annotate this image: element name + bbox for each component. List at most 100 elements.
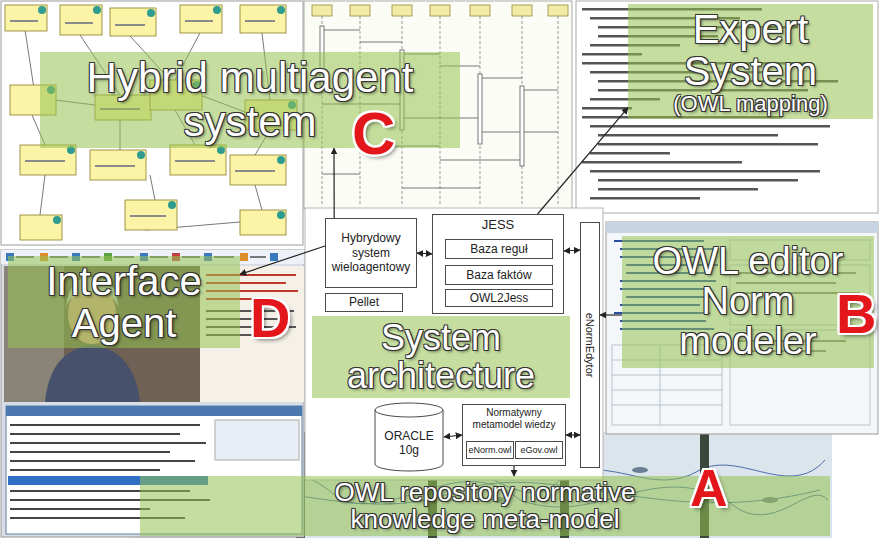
sequence-diagram-part [312, 5, 568, 16]
file-box: eGov.owl [515, 441, 563, 459]
node-label: Normatywny metamodel wiedzy [466, 407, 562, 431]
uml-agent-diagram-part-part [115, 24, 145, 26]
connector [566, 434, 580, 435]
node-label: OWL2Jess [449, 291, 549, 305]
node-label: Hybrydowy system wieloagentowy [329, 231, 413, 274]
component-box: Baza reguł [445, 239, 553, 259]
connector [513, 466, 514, 476]
callout-letter: D [250, 290, 290, 346]
container-box: Normatywny metamodel wiedzy eNorm.owleGov… [462, 404, 566, 466]
code-listing-part-part [590, 170, 820, 173]
uml-agent-diagram-part-part [90, 150, 146, 180]
uml-agent-diagram-part-part [175, 160, 215, 162]
sequence-diagram-part-part [350, 5, 370, 16]
callout-letter: C [352, 104, 395, 164]
owl-editor-screenshot-part [606, 222, 878, 233]
interface-agent-screenshot-part-part [10, 460, 195, 462]
caption-text: OWL editor Norm modeler [640, 242, 856, 362]
uml-agent-diagram-part-part [213, 6, 221, 14]
interface-agent-screenshot-part-part [270, 253, 278, 261]
uml-agent-diagram-part-part [95, 165, 135, 167]
node-label: eNorm.owl [468, 445, 512, 456]
uml-agent-diagram-part-part [38, 6, 46, 14]
interface-agent-screenshot-part [6, 406, 302, 416]
code-listing-part-part [590, 125, 830, 128]
uml-agent-diagram-part-part [240, 210, 286, 235]
caption-text: (OWL mapping) [648, 92, 853, 115]
uml-agent-diagram-part-part [110, 8, 156, 36]
node-label: Baza faktów [449, 268, 549, 282]
component-box: Hybrydowy system wieloagentowy [325, 218, 417, 288]
component-box: Baza faktów [445, 265, 553, 285]
code-listing-part-part [598, 143, 818, 146]
uml-agent-diagram-part-part [20, 145, 76, 175]
caption-band: Hybrid multiagent system [40, 52, 460, 148]
caption-text: OWL repository normative knowledge meta-… [285, 479, 685, 534]
interface-agent-screenshot-part-part [10, 451, 170, 453]
interface-agent-screenshot-part-part [250, 256, 266, 258]
uml-agent-diagram-part-part [5, 5, 47, 31]
uml-agent-diagram-part-part [185, 20, 213, 22]
node-label: JESS [436, 217, 560, 233]
sequence-diagram-part-part [470, 5, 490, 16]
interface-agent-screenshot-part [215, 420, 299, 460]
interface-agent-screenshot-part-part [10, 508, 150, 510]
caption-text: Interface Agent [18, 260, 230, 344]
database-cylinder: ORACLE 10g [374, 402, 444, 472]
interface-agent-screenshot-part-part [10, 433, 180, 435]
container-box: JESS Baza regułBaza faktówOWL2Jess [432, 214, 564, 314]
code-listing-part-part [582, 107, 632, 110]
editor-bar: eNormEdytor [580, 222, 600, 468]
sequence-diagram-part-part [312, 5, 332, 16]
caption-band: System architecture [312, 316, 570, 398]
owl-graph-screenshot-part-part [632, 467, 648, 473]
uml-agent-diagram-part-part [25, 160, 65, 162]
connector [444, 435, 462, 437]
uml-agent-diagram-part-part [20, 215, 62, 240]
interface-agent-screenshot-part-part [10, 424, 200, 426]
owl-editor-screenshot-part [606, 222, 878, 434]
code-listing [576, 1, 878, 213]
sequence-diagram-part-part [512, 5, 532, 16]
connector [333, 148, 334, 218]
uml-agent-diagram-part-part [147, 9, 155, 17]
uml-agent-diagram-part-part [10, 20, 38, 22]
cylinder-rim [375, 410, 443, 417]
sequence-diagram-part-part [430, 5, 450, 16]
uml-agent-diagram-part-part [245, 20, 275, 22]
uml-agent-diagram-part-part [240, 5, 286, 33]
uml-agent-diagram-part-part [230, 155, 286, 185]
owl-editor-screenshot [606, 222, 878, 434]
uml-agent-diagram-part-part [53, 216, 61, 224]
uml-agent-diagram-part-part [235, 170, 275, 172]
sequence-diagram-part-part [548, 5, 568, 16]
callout-letter: A [690, 462, 728, 514]
uml-agent-diagram-part-part [277, 6, 285, 14]
code-listing-part-part [582, 161, 742, 164]
component-box: Pellet [325, 293, 403, 312]
connector [417, 253, 432, 254]
node-label: eNormEdytor [584, 313, 596, 378]
uml-agent-diagram-part-part [277, 211, 285, 219]
caption-band: Expert System(OWL mapping) [628, 4, 873, 119]
connector [240, 246, 325, 274]
component-box: OWL2Jess [445, 289, 553, 307]
architecture-panel [305, 208, 603, 480]
uml-agent-diagram-part-part [168, 201, 176, 209]
file-box: eNorm.owl [466, 441, 514, 459]
connector [564, 250, 580, 251]
uml-agent-diagram-part-part [277, 156, 285, 164]
caption-text: Expert System [648, 8, 853, 92]
sequence-diagram-part-part [392, 5, 412, 16]
uml-agent-diagram-part-part [60, 5, 102, 35]
code-listing-part-part [598, 188, 758, 191]
connector [600, 314, 622, 315]
uml-agent-diagram-part-part [137, 151, 145, 159]
uml-agent-diagram-part-part [180, 5, 222, 33]
architecture-panel-part [305, 208, 603, 480]
node-label: ORACLE 10g [374, 429, 444, 458]
callout-letter: B [836, 286, 876, 342]
uml-agent-diagram-part-part [125, 200, 177, 230]
interface-agent-screenshot-part [45, 345, 140, 402]
uml-agent-diagram-part-part [130, 215, 166, 217]
